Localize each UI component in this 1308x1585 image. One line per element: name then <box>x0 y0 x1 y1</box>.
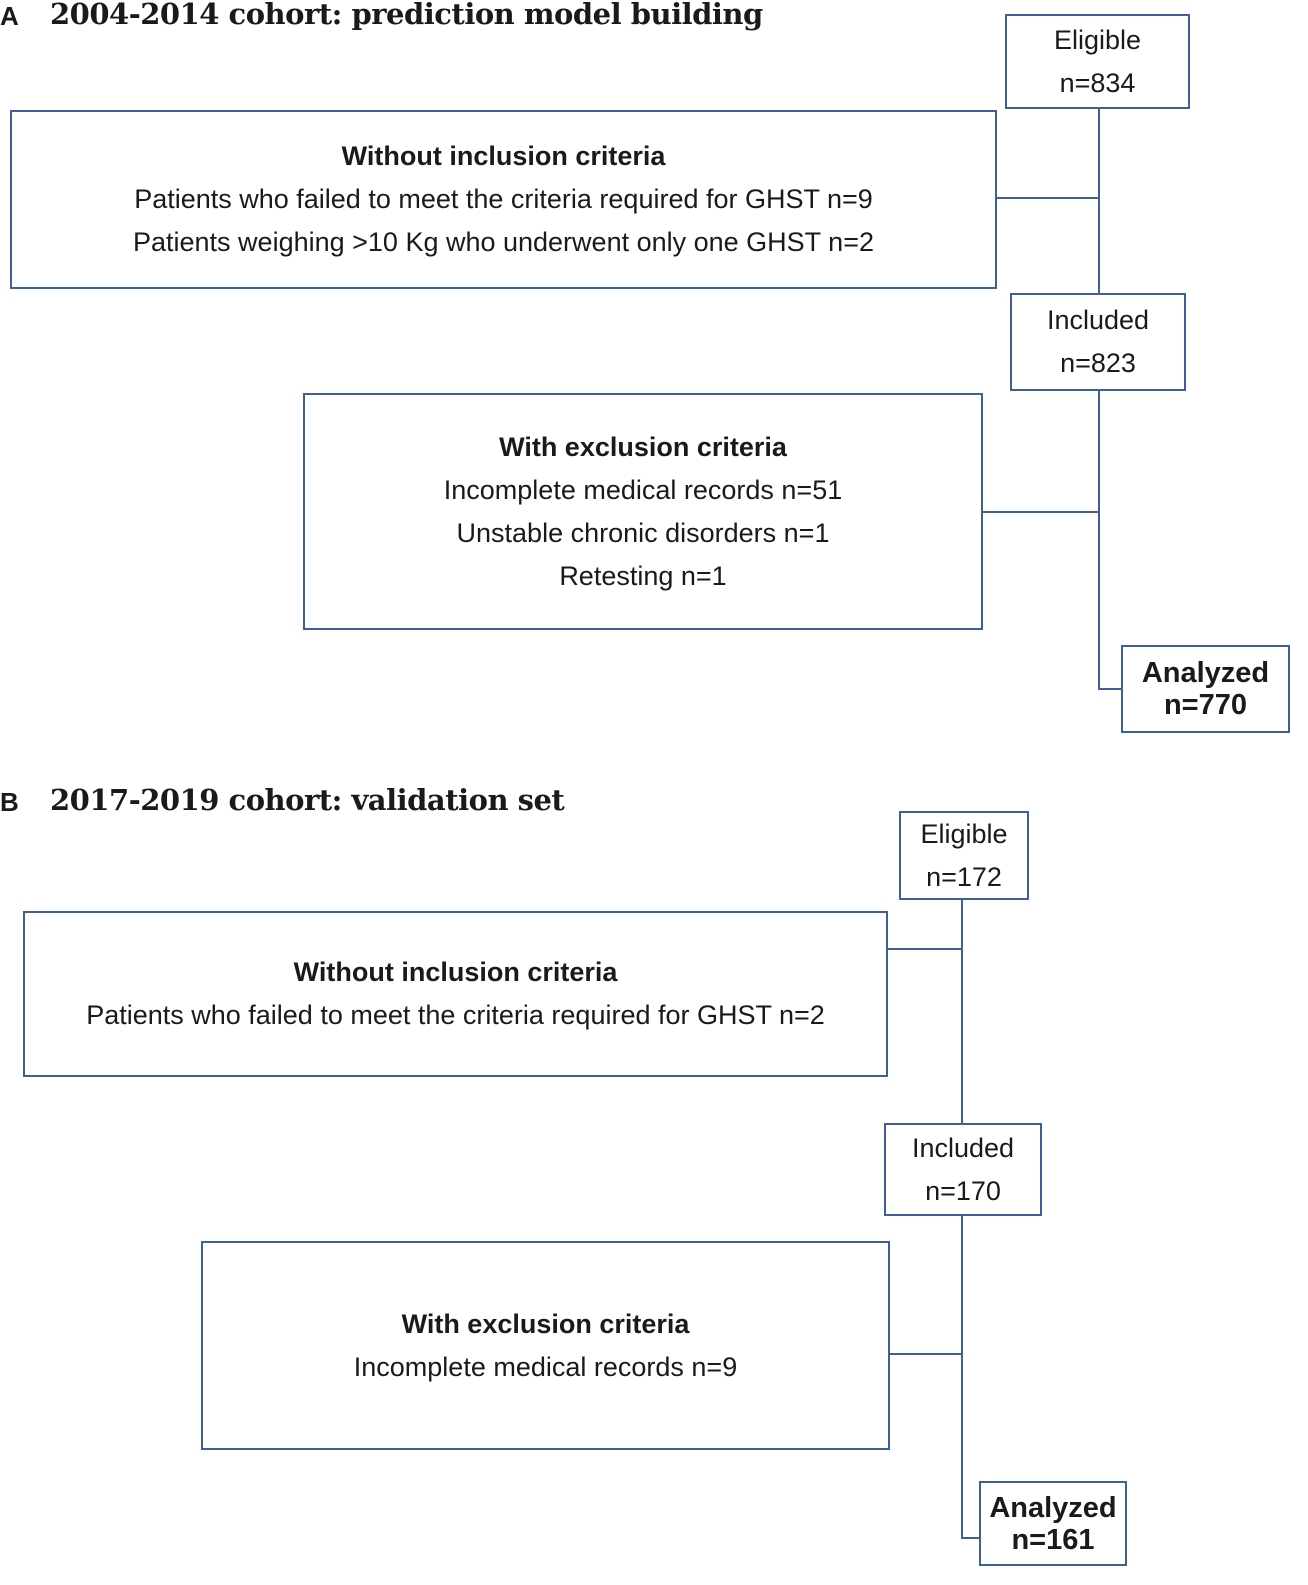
analyzed-label: Analyzed <box>989 1491 1117 1524</box>
panel-b-title: 2017-2019 cohort: validation set <box>50 783 565 817</box>
panel-a-analyzed-box: Analyzed n=770 <box>1121 645 1290 733</box>
eligible-count: n=834 <box>1059 67 1136 98</box>
panel-b-included-box: Included n=170 <box>884 1123 1042 1216</box>
panel-b-branch-without-inclusion <box>886 948 963 950</box>
panel-b-trunk-2 <box>961 1214 963 1539</box>
panel-b-branch-analyzed <box>961 1537 981 1539</box>
analyzed-label: Analyzed <box>1141 657 1270 689</box>
included-label: Included <box>911 1132 1015 1163</box>
panel-a-branch-with-exclusion <box>981 511 1100 513</box>
panel-a-trunk-1 <box>1098 107 1100 295</box>
panel-a-eligible-box: Eligible n=834 <box>1005 14 1190 109</box>
analyzed-count: n=770 <box>1163 689 1248 721</box>
panel-a-branch-analyzed <box>1098 688 1124 690</box>
panel-b-eligible-box: Eligible n=172 <box>899 811 1029 900</box>
panel-b-letter: B <box>0 787 19 817</box>
without-inclusion-heading: Without inclusion criteria <box>293 957 618 987</box>
without-inclusion-line: Patients who failed to meet the criteria… <box>86 1000 825 1030</box>
panel-a-branch-without-inclusion <box>995 197 1100 199</box>
panel-b-trunk-1 <box>961 897 963 1125</box>
eligible-count: n=172 <box>926 861 1002 892</box>
included-count: n=170 <box>925 1175 1001 1206</box>
with-exclusion-heading: With exclusion criteria <box>499 431 787 462</box>
without-inclusion-line: Patients who failed to meet the criteria… <box>134 184 873 214</box>
panel-a-trunk-2 <box>1098 389 1100 690</box>
panel-b-with-exclusion-box: With exclusion criteria Incomplete medic… <box>201 1241 890 1450</box>
analyzed-count: n=161 <box>1011 1523 1095 1556</box>
panel-b-without-inclusion-box: Without inclusion criteria Patients who … <box>23 911 888 1077</box>
panel-a-with-exclusion-box: With exclusion criteria Incomplete medic… <box>303 393 983 630</box>
panel-b-analyzed-box: Analyzed n=161 <box>979 1481 1127 1566</box>
panel-a-letter: A <box>0 1 19 31</box>
eligible-label: Eligible <box>920 818 1008 849</box>
with-exclusion-line: Incomplete medical records n=9 <box>353 1351 738 1382</box>
included-label: Included <box>1046 305 1150 335</box>
panel-a-without-inclusion-box: Without inclusion criteria Patients who … <box>10 110 997 289</box>
with-exclusion-line: Unstable chronic disorders n=1 <box>456 517 830 548</box>
without-inclusion-heading: Without inclusion criteria <box>341 141 666 171</box>
with-exclusion-line: Retesting n=1 <box>559 560 727 591</box>
panel-a-included-box: Included n=823 <box>1010 293 1186 391</box>
with-exclusion-line: Incomplete medical records n=51 <box>443 474 843 505</box>
without-inclusion-line: Patients weighing >10 Kg who underwent o… <box>133 227 874 257</box>
panel-a-title: 2004-2014 cohort: prediction model build… <box>50 0 763 31</box>
included-count: n=823 <box>1060 348 1136 378</box>
with-exclusion-heading: With exclusion criteria <box>401 1308 690 1339</box>
panel-b-branch-with-exclusion <box>888 1353 963 1355</box>
eligible-label: Eligible <box>1053 24 1142 55</box>
